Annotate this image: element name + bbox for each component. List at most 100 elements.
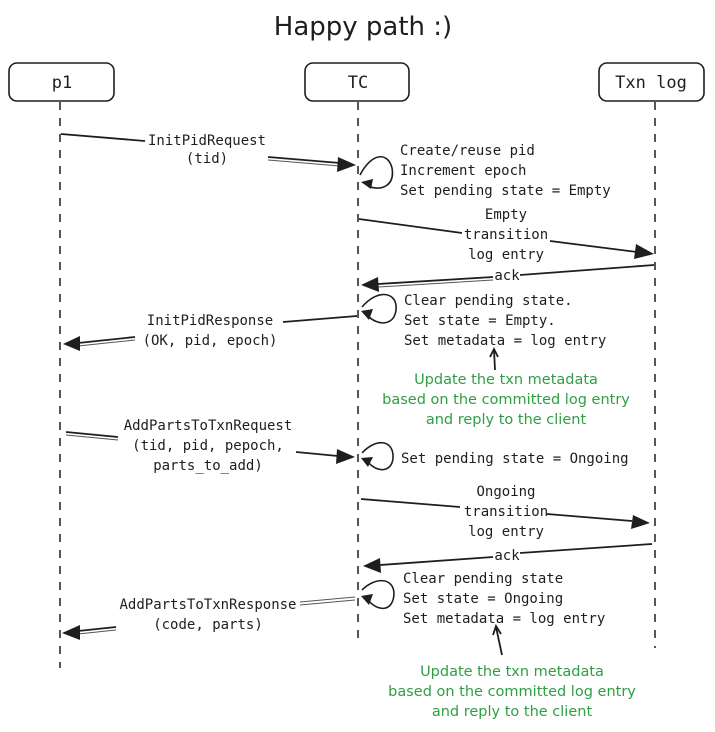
- arrow-line: [77, 336, 136, 344]
- self-message-pending-ongoing: Set pending state = Ongoing: [361, 441, 629, 471]
- self-message-clear-pending: Clear pending state. Set state = Empty. …: [361, 293, 606, 349]
- arrow-line: [519, 543, 653, 554]
- arrow-line: [77, 626, 117, 632]
- message-label: parts_to_add): [153, 458, 263, 474]
- arrow-line: [549, 240, 638, 253]
- arrow-head-icon: [631, 515, 650, 529]
- actor-label: p1: [52, 73, 72, 93]
- message-label: log entry: [468, 247, 544, 263]
- message-ack-1: ack: [361, 264, 655, 292]
- note-pointer-head-icon: [492, 623, 502, 636]
- note-pointer-head-icon: [489, 346, 499, 358]
- message-label: Ongoing: [476, 484, 535, 500]
- diagram-title: Happy path :): [274, 12, 452, 42]
- note-update-metadata-1: Update the txn metadata based on the com…: [382, 372, 630, 428]
- arrow-head-icon: [337, 157, 356, 172]
- actor-txn-log[interactable]: Txn log: [598, 62, 705, 102]
- message-init-pid-response: InitPidResponse (OK, pid, epoch): [63, 313, 358, 351]
- message-add-parts-request: AddPartsToTxnRequest (tid, pid, pepoch, …: [65, 418, 355, 474]
- message-ack-2: ack: [363, 543, 653, 573]
- note-update-metadata-2: Update the txn metadata based on the com…: [388, 664, 636, 720]
- message-add-parts-response: AddPartsToTxnResponse (code, parts): [62, 596, 356, 640]
- note-text: Update the txn metadata: [420, 664, 604, 680]
- message-label: ack: [494, 548, 520, 564]
- arrow-line: [299, 596, 356, 603]
- arrow-line: [60, 133, 146, 142]
- message-label: (tid, pid, pepoch,: [132, 438, 284, 454]
- arrow-head-icon: [361, 309, 373, 320]
- message-init-pid-request: InitPidRequest (tid): [60, 133, 356, 172]
- arrow-line: [267, 156, 341, 164]
- arrow-head-icon: [361, 594, 373, 605]
- arrow-line: [65, 431, 119, 438]
- arrow-line: [267, 159, 341, 167]
- message-ongoing-transition: Ongoing transition log entry: [360, 484, 650, 540]
- message-label: InitPidResponse: [147, 313, 273, 329]
- arrow-head-icon: [634, 244, 654, 259]
- self-message-create-pid: Create/reuse pid Increment epoch Set pen…: [359, 143, 611, 199]
- self-message-label: Set pending state = Ongoing: [401, 451, 629, 467]
- arrow-head-icon: [361, 277, 379, 292]
- arrow-line: [77, 339, 136, 347]
- message-label: AddPartsToTxnRequest: [124, 418, 293, 434]
- arrow-line: [282, 315, 358, 323]
- arrow-line: [377, 276, 494, 285]
- message-label: transition: [464, 504, 548, 520]
- self-message-clear-pending-2: Clear pending state Set state = Ongoing …: [361, 571, 605, 627]
- actor-p1[interactable]: p1: [8, 62, 115, 102]
- self-loop-arrow: [361, 293, 397, 324]
- arrow-head-icon: [361, 457, 373, 467]
- note-pointer: [493, 349, 496, 371]
- arrow-head-icon: [361, 179, 373, 189]
- self-message-label: Increment epoch: [400, 163, 526, 179]
- actor-tc[interactable]: TC: [304, 62, 410, 102]
- message-label: (OK, pid, epoch): [143, 333, 278, 349]
- message-label: InitPidRequest: [148, 133, 266, 149]
- note-text: and reply to the client: [426, 412, 587, 428]
- arrow-head-icon: [336, 449, 355, 464]
- self-message-label: Set metadata = log entry: [403, 611, 605, 627]
- actor-label: Txn log: [615, 73, 687, 93]
- self-message-label: Clear pending state.: [404, 293, 573, 309]
- note-pointer: [495, 626, 503, 656]
- message-label: log entry: [468, 524, 544, 540]
- arrow-head-icon: [363, 558, 381, 573]
- message-empty-transition: Empty transition log entry: [358, 207, 654, 263]
- actor-box: [304, 62, 410, 102]
- arrow-line: [65, 434, 119, 441]
- self-message-label: Clear pending state: [403, 571, 563, 587]
- self-loop-arrow: [359, 156, 394, 189]
- arrow-line: [379, 556, 494, 566]
- arrow-line: [358, 218, 463, 234]
- arrow-line: [77, 629, 117, 635]
- message-label: Empty: [485, 207, 527, 223]
- message-label: AddPartsToTxnResponse: [119, 597, 296, 613]
- self-message-label: Set state = Ongoing: [403, 591, 563, 607]
- message-label: transition: [464, 227, 548, 243]
- self-loop-arrow: [361, 579, 395, 610]
- note-text: Update the txn metadata: [414, 372, 598, 388]
- arrow-head-icon: [62, 625, 80, 640]
- note-text: and reply to the client: [432, 704, 593, 720]
- self-loop-arrow: [361, 441, 394, 471]
- actor-box: [8, 62, 115, 102]
- actor-box: [598, 62, 705, 102]
- arrow-line: [299, 599, 356, 606]
- arrow-line: [519, 264, 655, 276]
- message-label: (tid): [186, 151, 228, 167]
- self-message-label: Set state = Empty.: [404, 313, 556, 329]
- self-message-label: Create/reuse pid: [400, 143, 535, 159]
- arrow-line: [295, 451, 339, 457]
- note-text: based on the committed log entry: [388, 684, 636, 700]
- arrow-line: [377, 279, 494, 288]
- actor-label: TC: [348, 73, 368, 93]
- arrow-line: [546, 513, 633, 522]
- message-label: (code, parts): [153, 617, 263, 633]
- message-label: ack: [494, 268, 520, 284]
- self-message-label: Set pending state = Empty: [400, 183, 611, 199]
- arrow-head-icon: [63, 336, 80, 351]
- self-message-label: Set metadata = log entry: [404, 333, 606, 349]
- note-text: based on the committed log entry: [382, 392, 630, 408]
- arrow-line: [360, 498, 461, 508]
